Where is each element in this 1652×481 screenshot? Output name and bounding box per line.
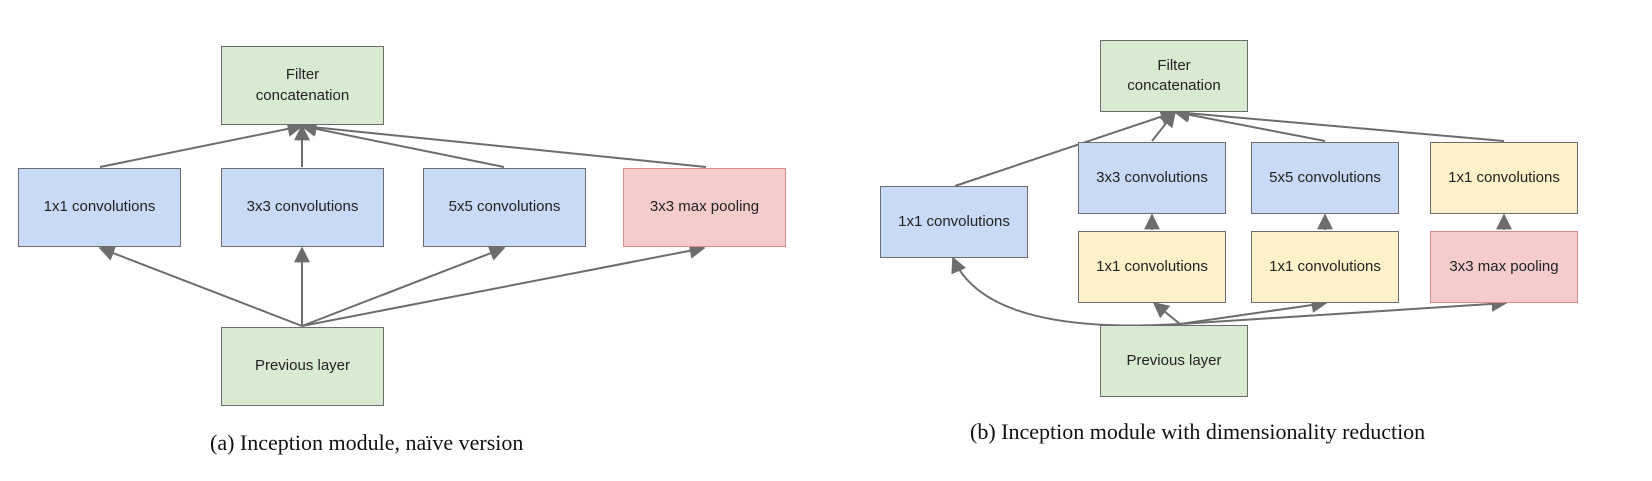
edge-b-prev-to-reduce3x3 <box>1152 301 1181 325</box>
node-b-1x1-convolutions-reduce-5x5: 1x1 convolutions <box>1251 231 1399 303</box>
node-a-previous-layer: Previous layer <box>221 327 384 406</box>
node-a-filter-concatenation: Filter concatenation <box>221 46 384 125</box>
node-b-filter-concatenation: Filter concatenation <box>1100 40 1248 112</box>
node-b-3x3-convolutions: 3x3 convolutions <box>1078 142 1226 214</box>
caption-b: (b) Inception module with dimensionality… <box>970 419 1426 444</box>
edge-a-prev-to-conv1x1 <box>98 245 303 327</box>
node-a-5x5-convolutions: 5x5 convolutions <box>423 168 586 247</box>
node-b-previous-layer: Previous layer <box>1100 325 1248 397</box>
node-a-3x3-max-pooling: 3x3 max pooling <box>623 168 786 247</box>
node-b-1x1-convolutions-pool-proj: 1x1 convolutions <box>1430 142 1578 214</box>
edge-b-pool-proj-to-concat <box>1173 105 1505 142</box>
edge-a-prev-to-conv5x5 <box>301 245 506 327</box>
node-b-3x3-max-pooling: 3x3 max pooling <box>1430 231 1578 303</box>
caption-a: (a) Inception module, naïve version <box>210 430 524 455</box>
edge-b-prev-to-maxpool <box>1179 295 1508 325</box>
node-b-1x1-convolutions-reduce-3x3: 1x1 convolutions <box>1078 231 1226 303</box>
edge-b-conv1x1-to-concat <box>954 109 1177 187</box>
edge-a-conv1x1-to-concat <box>99 121 304 168</box>
node-a-1x1-convolutions: 1x1 convolutions <box>18 168 181 247</box>
edge-a-prev-to-maxpool <box>301 242 706 327</box>
edge-a-maxpool-to-concat <box>300 119 707 168</box>
edge-b-conv3x3-to-concat <box>1151 110 1176 142</box>
edge-b-prev-to-reduce5x5 <box>1179 297 1328 325</box>
edge-b-conv5x5-to-concat <box>1173 106 1326 142</box>
edge-a-conv5x5-to-concat <box>300 121 505 168</box>
node-a-3x3-convolutions: 3x3 convolutions <box>221 168 384 247</box>
node-b-5x5-convolutions: 5x5 convolutions <box>1251 142 1399 214</box>
node-b-1x1-convolutions: 1x1 convolutions <box>880 186 1028 258</box>
